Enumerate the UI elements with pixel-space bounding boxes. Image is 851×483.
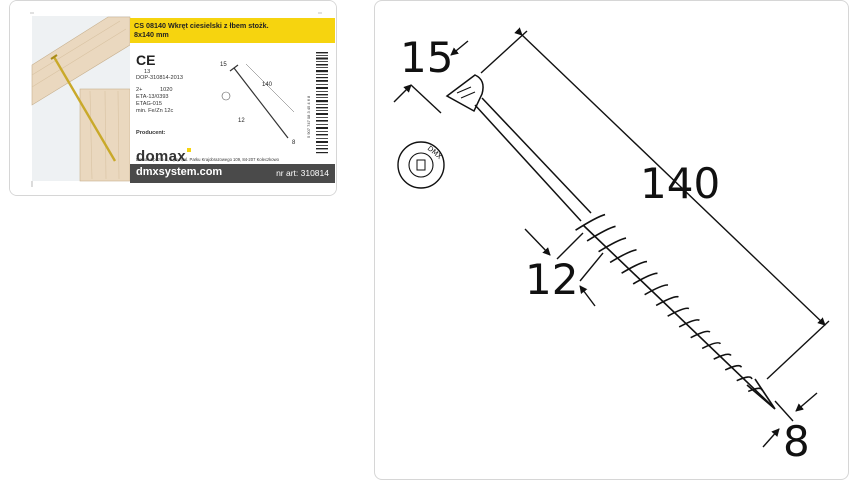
coating-spec: min. Fe/Zn 12c <box>136 108 174 114</box>
mini-dim-head: 15 <box>220 62 227 68</box>
thread-coil <box>724 364 743 371</box>
thread-coil <box>736 376 753 382</box>
thread-coil <box>701 342 722 350</box>
screw-head <box>445 74 484 113</box>
website: dmxsystem.com <box>136 166 223 178</box>
screw-shank <box>474 97 592 222</box>
producer-address: Domax Sp. z o.o., Łężyn, al. Parku Krajo… <box>136 157 279 162</box>
dim-tip-lines <box>762 392 818 448</box>
dimension-drawing-panel: DMX 15 140 12 8 <box>374 0 849 480</box>
product-label: CS 08140 Wkręt ciesielski z łbem stożk. … <box>130 18 335 183</box>
article-number: nr art: 310814 <box>276 168 329 178</box>
product-title: CS 08140 Wkręt ciesielski z łbem stożk. <box>134 21 269 30</box>
dim-thread-lines <box>524 228 604 307</box>
notified-body: 1020 <box>160 87 173 93</box>
ce-mark: CE <box>136 52 156 68</box>
dim-thread-value: 12 <box>525 255 579 304</box>
notified-prefix: 2+ <box>136 87 143 93</box>
brand-logo: domax <box>136 148 186 165</box>
dim-length-lines <box>480 27 830 380</box>
screw-thread <box>575 213 776 410</box>
barcode-digits: 5 907 747 08 3 45 4 6 8 <box>306 95 311 138</box>
thread-core <box>582 224 772 406</box>
ce-year: 13 <box>144 69 151 75</box>
barcode <box>316 52 328 154</box>
product-thumbnail[interactable]: CS 08140 Wkręt ciesielski z łbem stożk. … <box>9 0 337 196</box>
dim-head-value: 15 <box>400 33 454 82</box>
label-footer: dmxsystem.com nr art: 310814 <box>130 164 335 183</box>
head-stamp-text: DMX <box>426 144 444 161</box>
mini-dim-thread: 12 <box>238 118 245 124</box>
mini-screw-drawing: 15 140 12 8 <box>220 62 296 146</box>
thread-coil <box>609 249 637 264</box>
thread-coil <box>713 353 732 360</box>
dim-diameter-value: 8 <box>783 417 810 466</box>
dim-head-lines <box>393 40 469 114</box>
eta-number: ETA-13/0393 <box>136 94 169 100</box>
dim-length-value: 140 <box>640 159 721 208</box>
etag-number: ETAG-015 <box>136 101 163 107</box>
screw-tip <box>746 378 776 410</box>
dop-number: DOP-310814-2013 <box>136 75 183 81</box>
screw-technical-drawing: DMX <box>393 27 830 448</box>
thread-coil <box>621 260 648 274</box>
thread-coil <box>575 213 606 231</box>
thread-coil <box>632 272 658 285</box>
thread-coil <box>690 330 711 339</box>
producer-label: Producent: <box>136 130 166 136</box>
product-size: 8x140 mm <box>134 30 169 39</box>
head-stamp: DMX <box>397 141 445 189</box>
mini-dim-length: 140 <box>262 82 273 88</box>
label-header: CS 08140 Wkręt ciesielski z łbem stożk. … <box>130 18 335 43</box>
mini-dim-diameter: 8 <box>292 140 296 146</box>
brand-logo-dot <box>187 148 191 152</box>
